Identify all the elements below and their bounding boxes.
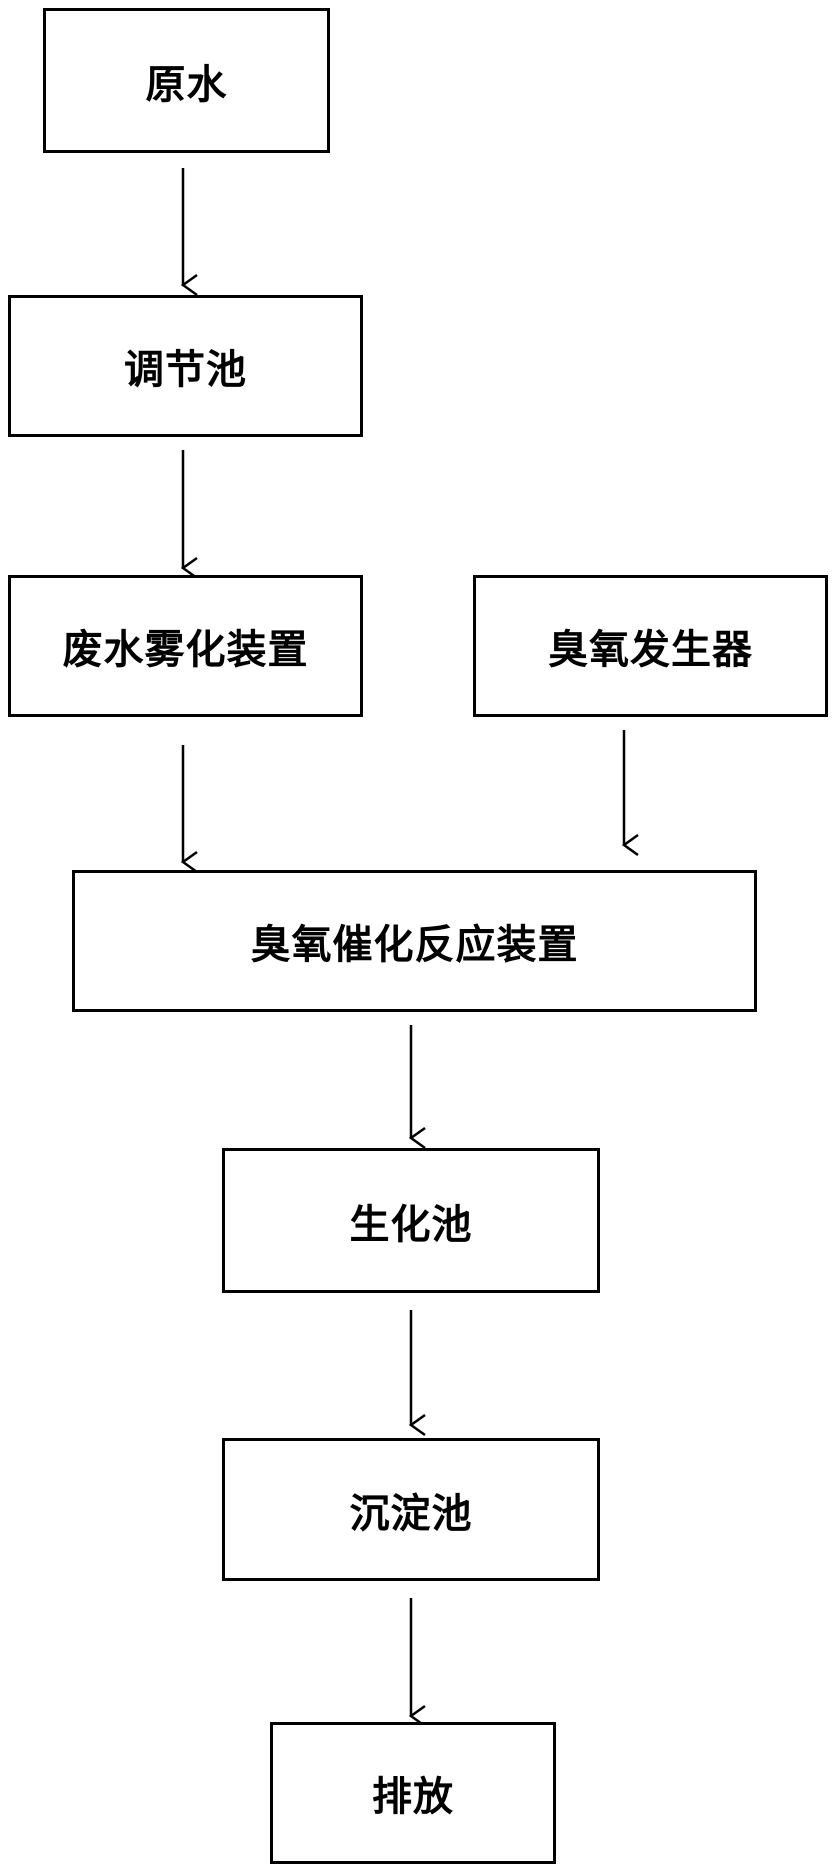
node-wastewater-atomizer: 废水雾化装置	[8, 575, 363, 717]
node-raw-water: 原水	[43, 8, 330, 153]
node-ozone-catalytic-reactor-label: 臭氧催化反应装置	[250, 922, 579, 968]
node-wastewater-atomizer-label: 废水雾化装置	[62, 627, 309, 673]
node-ozone-generator: 臭氧发生器	[473, 575, 828, 717]
node-biochemical-tank-label: 生化池	[349, 1201, 473, 1248]
node-equalization-tank-label: 调节池	[124, 347, 247, 393]
node-biochemical-tank: 生化池	[222, 1148, 600, 1293]
node-discharge-label: 排放	[372, 1774, 454, 1820]
node-sedimentation-tank-label: 沉淀池	[349, 1490, 473, 1537]
node-equalization-tank: 调节池	[8, 295, 363, 437]
node-ozone-catalytic-reactor: 臭氧催化反应装置	[72, 870, 757, 1012]
node-discharge: 排放	[270, 1722, 556, 1864]
node-sedimentation-tank: 沉淀池	[222, 1438, 600, 1581]
node-raw-water-label: 原水	[145, 61, 228, 108]
node-ozone-generator-label: 臭氧发生器	[548, 627, 753, 673]
